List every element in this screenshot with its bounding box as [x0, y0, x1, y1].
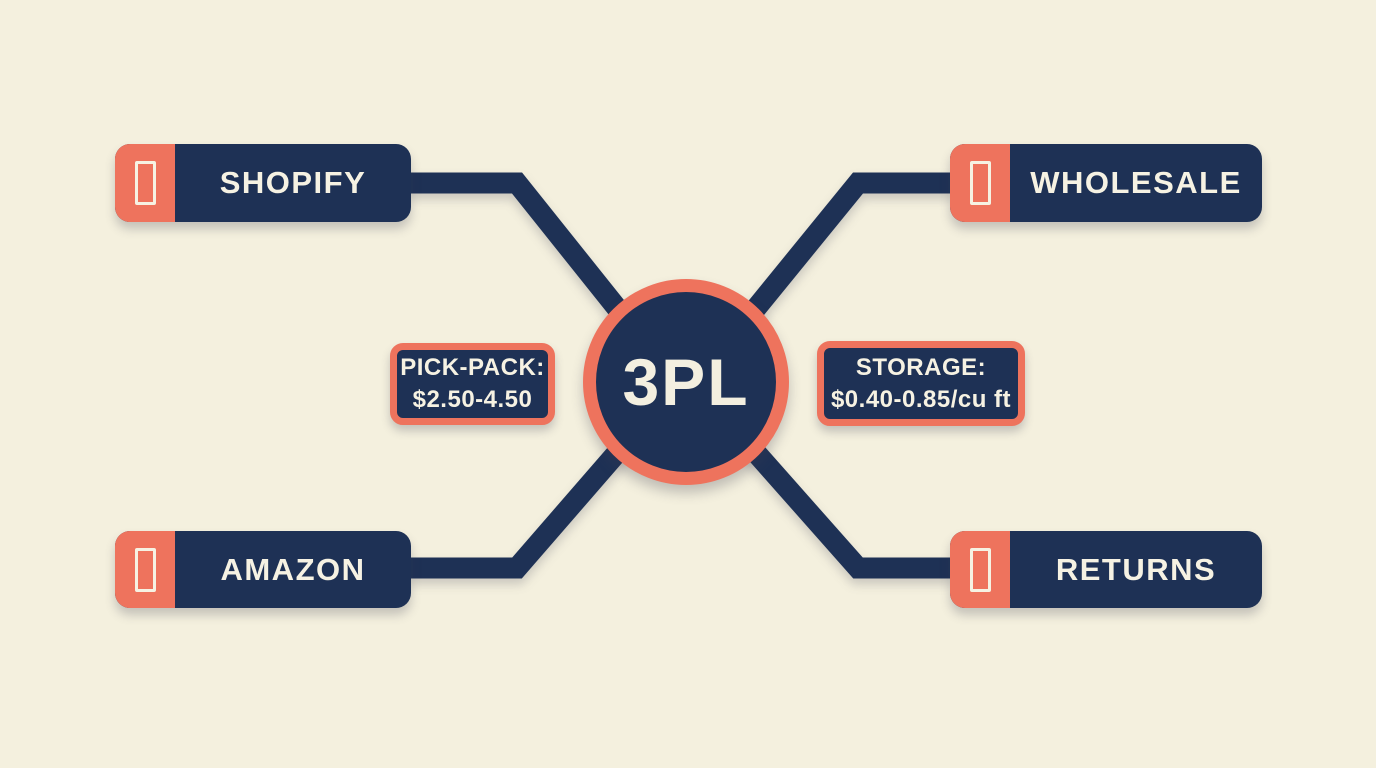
price-tag-pick-pack: PICK-PACK: $2.50-4.50 [390, 343, 555, 425]
amazon-icon-block [115, 531, 175, 608]
hub-label: 3PL [622, 345, 750, 419]
price-tag-storage: STORAGE: $0.40-0.85/cu ft [817, 341, 1025, 426]
storage-price: $0.40-0.85/cu ft [830, 385, 1012, 413]
node-shopify-label: SHOPIFY [219, 165, 367, 200]
node-wholesale: WHOLESALE [950, 144, 1262, 222]
node-returns-label: RETURNS [1055, 551, 1217, 587]
hub-circle: 3PL [583, 279, 789, 485]
node-amazon-label: AMAZON [220, 551, 366, 587]
wholesale-icon [969, 161, 991, 205]
returns-icon-block [950, 531, 1010, 608]
node-returns: RETURNS [950, 531, 1262, 608]
node-wholesale-label: WHOLESALE [1030, 165, 1242, 200]
storage-title: STORAGE: [855, 353, 987, 381]
pick-pack-title: PICK-PACK: [400, 354, 545, 381]
amazon-icon [134, 547, 156, 592]
returns-icon [969, 547, 991, 592]
pick-pack-price: $2.50-4.50 [412, 386, 533, 413]
node-shopify: SHOPIFY [115, 144, 411, 222]
shopify-icon-block [115, 144, 175, 222]
wholesale-icon-block [950, 144, 1010, 222]
shopify-icon [134, 161, 156, 205]
node-amazon: AMAZON [115, 531, 411, 608]
